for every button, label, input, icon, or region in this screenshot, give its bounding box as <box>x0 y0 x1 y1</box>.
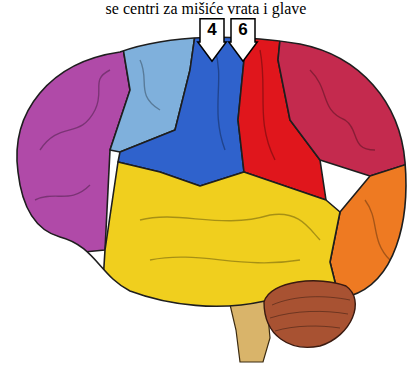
callout-number: 4 <box>197 18 227 38</box>
lobe-region <box>118 0 244 186</box>
caption-text: se centri za mišiće vrata i glave <box>106 0 307 18</box>
arrow-marker: 6 <box>228 18 258 62</box>
brain-outline <box>17 37 406 306</box>
cerebellum-folia <box>270 297 350 331</box>
arrow-shape <box>198 19 227 62</box>
arrow-marker: 4 <box>197 18 227 62</box>
gyri-lines <box>35 50 390 263</box>
lobe-region <box>278 0 413 176</box>
arrow-shape <box>229 19 258 62</box>
callout-number: 6 <box>228 18 258 38</box>
cerebellum <box>264 281 355 347</box>
